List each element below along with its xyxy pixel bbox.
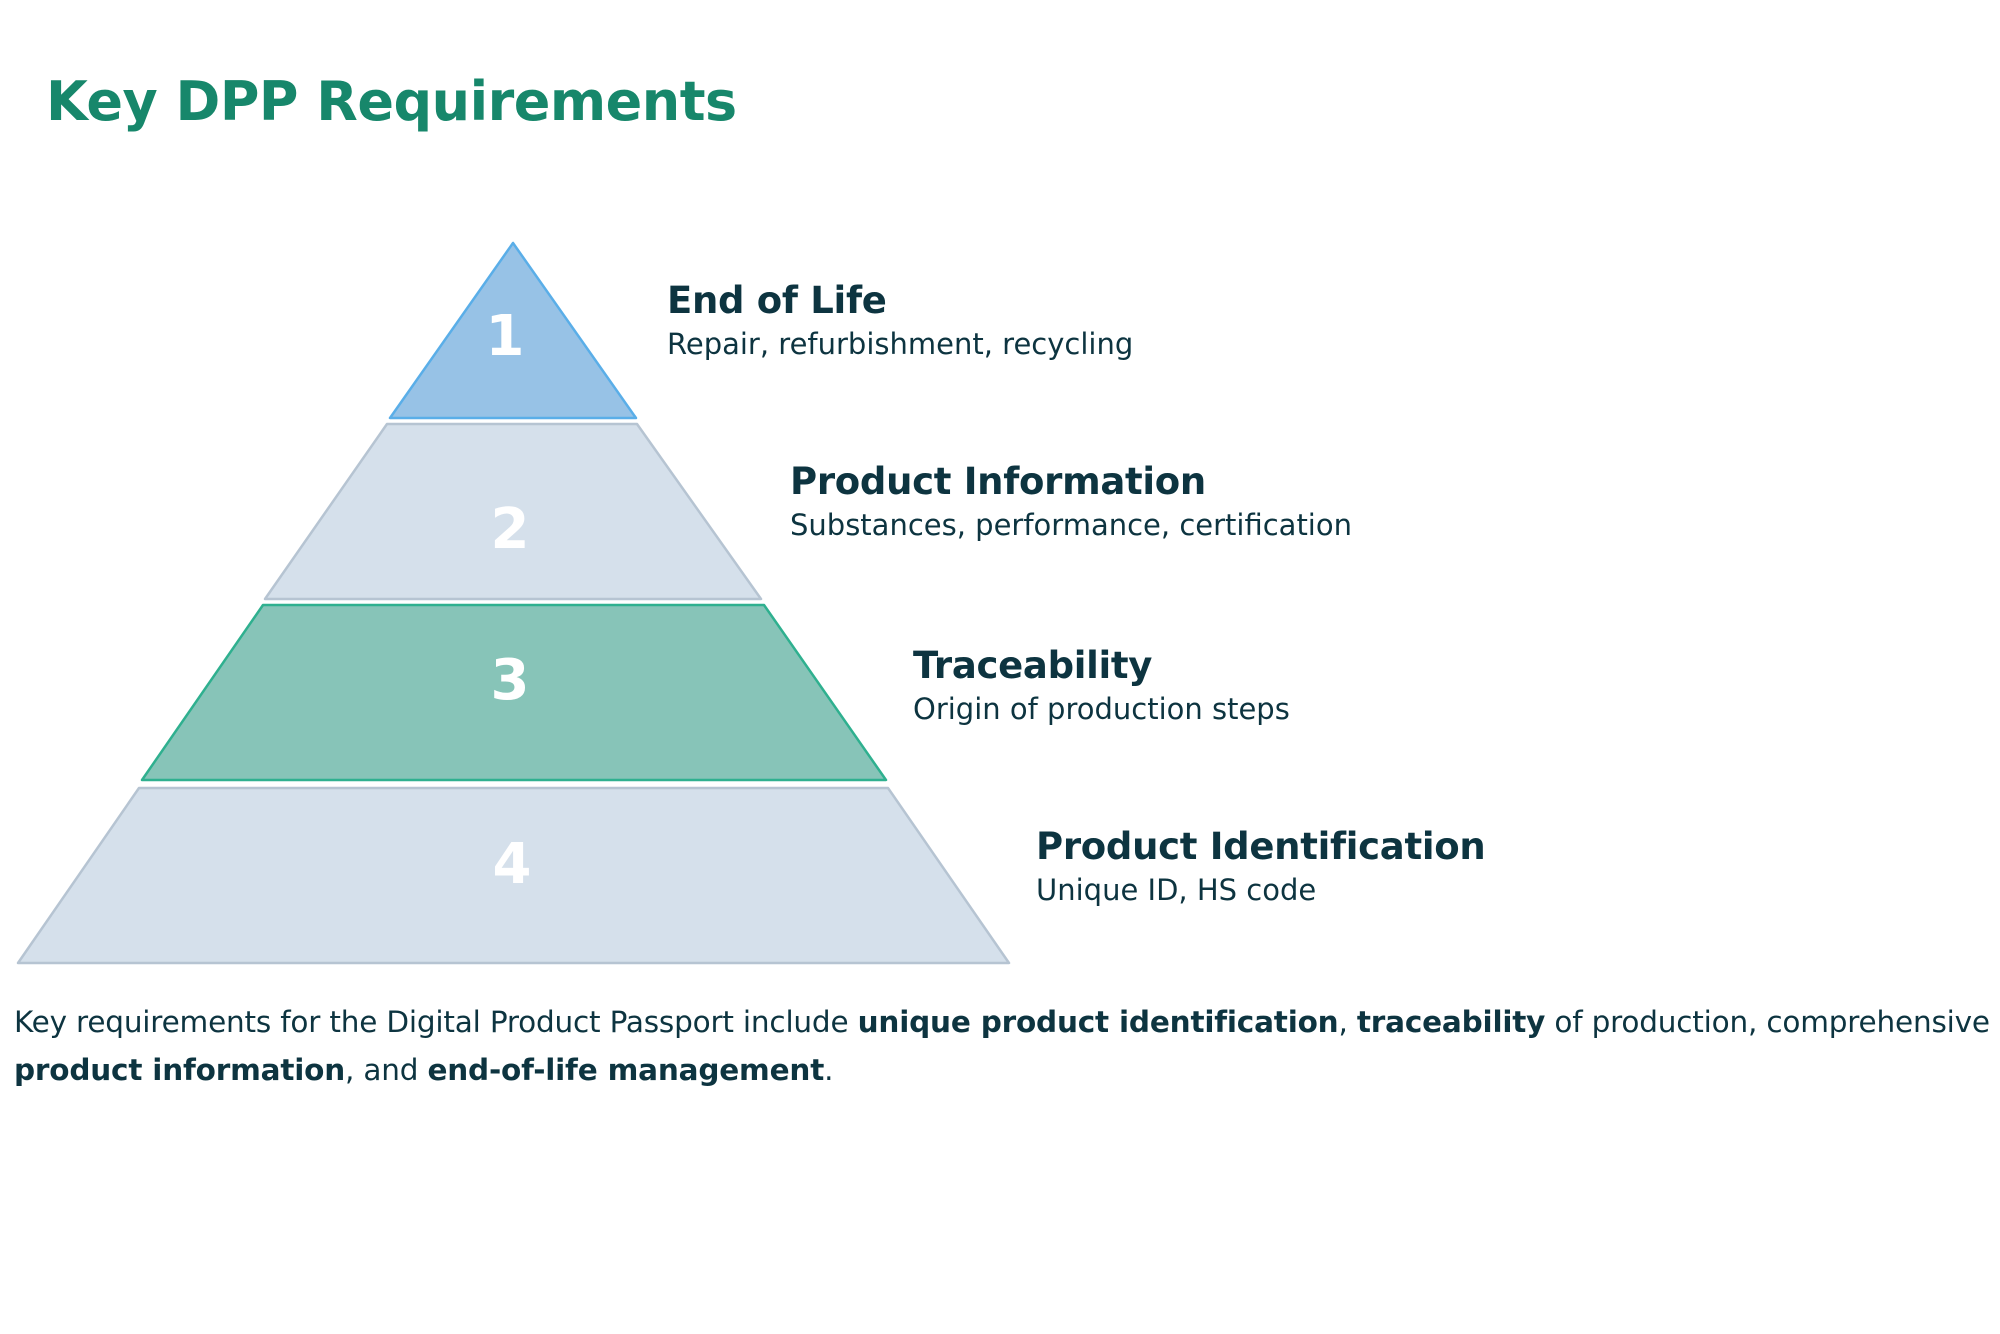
- pyramid-tier-1: 1: [388, 241, 638, 420]
- tier-3-title: Traceability: [913, 644, 1153, 687]
- tier-4-caption: Product Identification Unique ID, HS cod…: [1036, 824, 1486, 910]
- pyramid-tier-4: 4: [16, 786, 1011, 965]
- tier-4-number: 4: [493, 832, 532, 897]
- tier-2-shape: [263, 422, 763, 601]
- summary-text-5: .: [824, 1053, 834, 1087]
- summary-text-2: ,: [1338, 1005, 1357, 1039]
- tier-1-title: End of Life: [667, 279, 887, 322]
- tier-2-caption: Product Information Substances, performa…: [790, 459, 1352, 545]
- tier-2-title: Product Information: [790, 460, 1206, 503]
- pyramid-tier-2: 2: [263, 422, 763, 601]
- tier-2-description: Substances, performance, certification: [790, 508, 1352, 542]
- tier-3-caption: Traceability Origin of production steps: [913, 643, 1290, 729]
- tier-1-description: Repair, refurbishment, recycling: [667, 327, 1134, 361]
- tier-1-number: 1: [486, 304, 525, 369]
- page-title: Key DPP Requirements: [46, 70, 737, 133]
- tier-3-description: Origin of production steps: [913, 692, 1290, 726]
- summary-text-4: , and: [345, 1053, 428, 1087]
- tier-4-description: Unique ID, HS code: [1036, 873, 1317, 907]
- tier-2-number: 2: [491, 497, 530, 562]
- tier-4-title: Product Identification: [1036, 825, 1486, 868]
- tier-1-caption: End of Life Repair, refurbishment, recyc…: [667, 278, 1133, 364]
- summary-paragraph: Key requirements for the Digital Product…: [14, 998, 1999, 1094]
- tier-4-shape: [16, 786, 1011, 965]
- summary-text-3: of production, comprehensive: [1545, 1005, 1990, 1039]
- summary-highlight-end-of-life: end-of-life management: [427, 1053, 825, 1087]
- pyramid-tier-3: 3: [140, 603, 888, 782]
- summary-highlight-information: product information: [14, 1053, 345, 1087]
- tier-3-number: 3: [491, 648, 530, 713]
- tier-3-shape: [140, 603, 888, 782]
- summary-text-1: Key requirements for the Digital Product…: [14, 1005, 858, 1039]
- tier-1-shape: [388, 241, 638, 420]
- summary-highlight-identification: unique product identification: [857, 1005, 1339, 1039]
- summary-highlight-traceability: traceability: [1356, 1005, 1546, 1039]
